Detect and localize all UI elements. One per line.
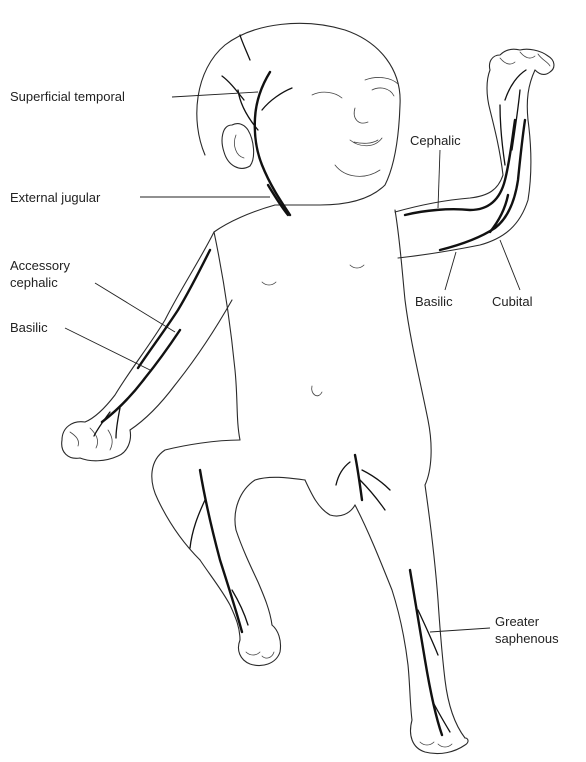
label-superficial-temporal: Superficial temporal	[10, 89, 125, 104]
eye-left	[312, 92, 342, 98]
right-fingers	[500, 52, 550, 66]
leader-basilic-left	[65, 328, 150, 370]
leader-lines	[65, 92, 520, 632]
eye-right	[372, 88, 394, 96]
ear-inner	[234, 135, 244, 158]
left-thigh-outer	[152, 440, 240, 560]
left-toes	[246, 652, 274, 658]
leader-cubital	[500, 240, 520, 290]
basilic-vein-left	[102, 330, 180, 422]
right-arm-lower	[398, 70, 535, 258]
left-arm-outer	[85, 232, 214, 422]
forearm-branch-2	[500, 105, 505, 165]
left-leg-saphenous	[200, 470, 242, 632]
left-arm-inner	[130, 300, 232, 430]
left-fingers	[70, 428, 112, 450]
external-jugular-vein	[268, 185, 288, 215]
temporal-branch-2	[262, 88, 292, 110]
leader-cephalic	[438, 150, 440, 208]
left-leg-branch-1	[190, 500, 205, 548]
head-outline	[197, 23, 400, 205]
label-saphenous: saphenous	[495, 631, 559, 646]
right-thigh-inner	[355, 505, 412, 720]
torso-right-side	[395, 210, 431, 485]
groin-branch-3	[336, 462, 350, 485]
ear	[222, 124, 254, 169]
label-accessory-line2: cephalic	[10, 275, 58, 290]
leader-basilic-right	[445, 252, 456, 290]
right-hand	[489, 49, 553, 74]
label-accessory-line1: Accessory	[10, 258, 70, 273]
label-cubital: Cubital	[492, 294, 533, 309]
left-thigh-inner	[235, 477, 305, 530]
label-external-jugular: External jugular	[10, 190, 101, 205]
torso-left-side	[214, 205, 275, 440]
right-toes	[420, 742, 452, 747]
temporal-branch-4	[240, 35, 250, 60]
groin-vein	[355, 455, 362, 500]
forearm-branch-1	[512, 90, 520, 150]
left-hand	[62, 422, 131, 461]
right-thigh-outer	[425, 485, 465, 738]
eyebrow-right	[365, 77, 398, 84]
left-lower-leg-inner	[236, 530, 272, 625]
nipple-right	[350, 265, 364, 268]
label-greater: Greater	[495, 614, 540, 629]
labels: Superficial temporal External jugular Ac…	[10, 89, 559, 646]
leader-greater-saphenous	[430, 628, 490, 632]
nipple-left	[262, 282, 276, 285]
accessory-cephalic-vein	[138, 250, 210, 368]
saphenous-branch-2	[432, 700, 450, 732]
left-hand-branch-2	[116, 408, 120, 438]
mouth	[350, 138, 382, 146]
leader-accessory-cephalic	[95, 283, 175, 332]
cubital-vein	[490, 195, 508, 232]
groin-branch-2	[360, 480, 385, 510]
leader-superficial-temporal	[172, 92, 258, 97]
label-basilic-left: Basilic	[10, 320, 48, 335]
temporal-branch-3	[222, 76, 244, 100]
label-cephalic: Cephalic	[410, 133, 461, 148]
chin	[335, 165, 380, 176]
groin	[305, 480, 355, 516]
nose	[354, 108, 368, 123]
hand-branch	[505, 70, 526, 100]
navel	[312, 386, 322, 396]
left-lower-leg	[200, 560, 240, 640]
left-foot	[238, 625, 280, 666]
label-basilic-right: Basilic	[415, 294, 453, 309]
